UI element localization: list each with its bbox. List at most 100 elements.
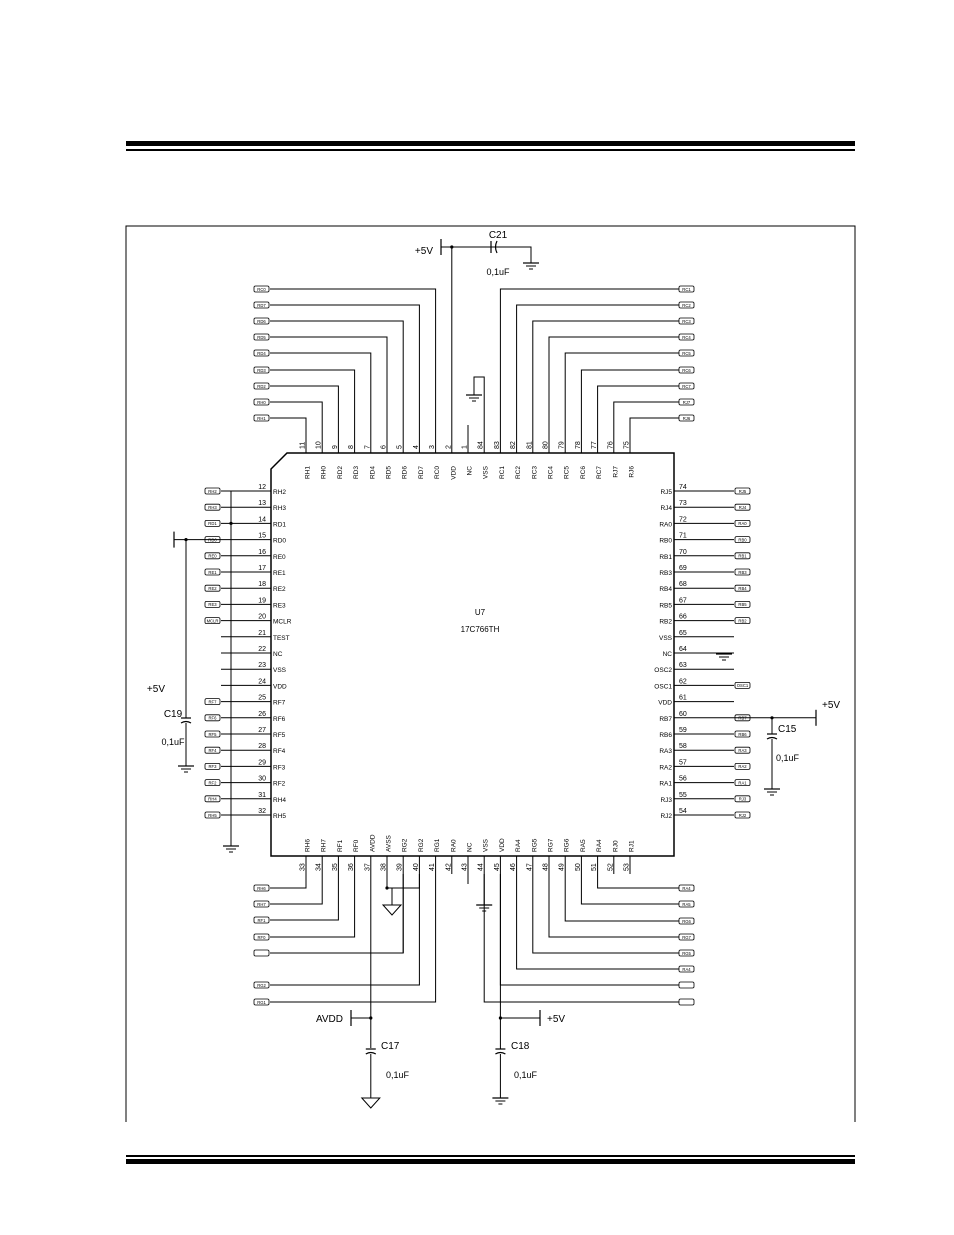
pin-76-name: RJ7 xyxy=(612,466,619,478)
label-c18-value: 0,1uF xyxy=(514,1070,538,1080)
pin-81-name: RC3 xyxy=(531,466,538,479)
pin-76-number: 76 xyxy=(607,441,614,449)
pin-2-name: VDD xyxy=(450,466,457,480)
label-c21-ref: C21 xyxy=(489,230,508,241)
pin-75-number: 75 xyxy=(624,441,631,449)
net-RD4-top xyxy=(253,349,270,357)
pin-21-name: TEST xyxy=(273,635,290,642)
net-RJ6-top-text: RJ6 xyxy=(683,416,691,421)
pin-70-number: 70 xyxy=(679,549,687,556)
net-RD1-left-text: RD1 xyxy=(208,521,217,526)
net-RA0-right xyxy=(734,520,751,527)
wire-RD2 xyxy=(270,385,339,435)
wire-vss-top xyxy=(473,376,485,435)
wire- xyxy=(483,874,679,1003)
cap-c17-plate2 xyxy=(365,1051,377,1055)
net-OSC1-right xyxy=(734,682,751,689)
net-RC0-top-text: RC0 xyxy=(257,287,266,292)
pin-16-number: 16 xyxy=(258,549,266,556)
pin-3-number: 3 xyxy=(429,445,436,449)
net-RB4-right-text: RB4 xyxy=(738,586,747,591)
net-RC1-top-text: RC1 xyxy=(682,287,691,292)
net-RH3-left xyxy=(204,503,221,511)
net-RA4-bottom-text: RA4 xyxy=(682,886,691,891)
net-RG1-bottom-text: RG1 xyxy=(257,1000,266,1005)
wire-c21-gnd xyxy=(497,246,532,263)
net-MCLR-left xyxy=(204,617,221,624)
pin-46-number: 46 xyxy=(510,863,517,871)
pin-22-number: 22 xyxy=(258,646,266,653)
cap-c19-plate2 xyxy=(180,720,192,724)
wire-RH0 xyxy=(270,401,323,435)
net-RD3-top-text: RD3 xyxy=(257,368,266,373)
net-RH4-left-text: RH4 xyxy=(208,797,217,802)
pin-45-number: 45 xyxy=(494,863,501,871)
net-RB1-right xyxy=(734,552,751,560)
pin-27-name: RF5 xyxy=(273,732,286,739)
net-RF3-left xyxy=(204,763,221,770)
net-RD2-top xyxy=(253,382,270,390)
pin-63-number: 63 xyxy=(679,662,687,669)
net-RA2-right xyxy=(734,763,751,770)
pin-14-name: RD1 xyxy=(273,521,286,528)
net-RH7-bottom-text: RH7 xyxy=(257,902,266,907)
net-RB6-right xyxy=(734,730,751,738)
pin-5-number: 5 xyxy=(397,445,404,449)
pin-11-name: RH1 xyxy=(305,466,312,479)
pin-18-name: RE2 xyxy=(273,586,286,593)
pin-22-name: NC xyxy=(273,651,283,658)
net-RF2-left-text: RF2 xyxy=(209,780,218,785)
net-RF1-bottom-text: RF1 xyxy=(258,918,267,923)
wire-RC2 xyxy=(516,304,679,435)
pin-42-number: 42 xyxy=(445,863,452,871)
net-RF6-left-text: RF6 xyxy=(209,716,218,721)
pin-6-name: RD5 xyxy=(386,466,393,479)
net-RF4-left xyxy=(204,746,221,754)
net-RB2-right xyxy=(734,617,751,624)
wire-RJ7 xyxy=(613,401,679,435)
pin-64-number: 64 xyxy=(679,646,687,653)
pin-84-name: VSS xyxy=(483,465,490,479)
pin-44-name: VSS xyxy=(483,838,490,852)
pin-18-number: 18 xyxy=(258,581,266,588)
net-RF1-bottom xyxy=(253,916,270,924)
net-RD3-top xyxy=(253,366,270,374)
net-OSC1-right-text: OSC1 xyxy=(737,683,749,688)
net-labels: RH2RH3RD1RD0RE0RE1RE2RE3MCLRRF7RF6RF5RF4… xyxy=(204,285,751,1006)
net-RB5-right xyxy=(734,601,751,608)
pin-62-name: OSC1 xyxy=(654,683,672,690)
pin-17-number: 17 xyxy=(258,565,266,572)
net-RH0-top-text: RH0 xyxy=(257,400,266,405)
pin-7-name: RD4 xyxy=(369,466,376,479)
pin-65-name: VSS xyxy=(659,635,673,642)
net-RH2-left-text: RH2 xyxy=(208,489,217,494)
net-RE3-left xyxy=(204,601,221,608)
net-MCLR-left-text: MCLR xyxy=(207,618,219,623)
chip-part: 17C766TH xyxy=(461,625,500,634)
net-RG6-bottom-text: RG6 xyxy=(682,919,691,924)
pin-69-number: 69 xyxy=(679,565,687,572)
wire-RG7 xyxy=(548,874,679,938)
net-RB4-right xyxy=(734,584,751,592)
net-RC0-top xyxy=(253,285,270,293)
wire-RC5 xyxy=(564,352,679,435)
pin-71-number: 71 xyxy=(679,533,687,540)
pin-26-name: RF6 xyxy=(273,716,286,723)
net-RC4-top-text: RC4 xyxy=(682,335,691,340)
net-RJ3-right xyxy=(734,795,751,803)
pin-51-number: 51 xyxy=(591,863,598,871)
net-RB1-right-text: RB1 xyxy=(738,554,747,559)
wire-left-vss xyxy=(221,490,232,846)
pin-13-number: 13 xyxy=(258,500,266,507)
net-RD1-left xyxy=(204,520,221,527)
net-RF0-bottom-text: RF0 xyxy=(258,935,267,940)
net-RJ4-right xyxy=(734,503,751,511)
pin-38-number: 38 xyxy=(381,863,388,871)
net-RA3-right xyxy=(734,746,751,754)
net-RA0-right-text: RA0 xyxy=(738,521,747,526)
net-RD5-top-text: RD5 xyxy=(257,335,266,340)
pin-41-name: RG1 xyxy=(434,838,441,852)
label-c17-ref: C17 xyxy=(381,1041,400,1052)
pin-50-name: RA5 xyxy=(580,839,587,852)
net-RE0-left-text: RE0 xyxy=(208,554,217,559)
